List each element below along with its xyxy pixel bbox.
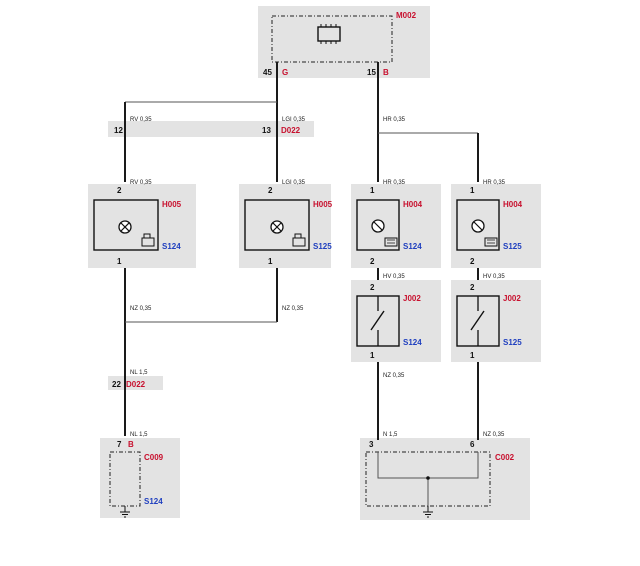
d022-mid-label: D022 [126,380,146,389]
h004-left-pin-bottom: 2 [370,257,375,266]
c002-box [360,438,530,520]
h005-right-loc: S125 [313,242,332,251]
h005-left-box [88,184,196,268]
wire-label-n-c002: N 1,5 [383,432,398,438]
connector-d022-top-box [108,121,314,137]
wire-label-nz-j002: NZ 0,35 [383,373,405,379]
m002-pin-right: 15 [367,68,376,77]
m002-box [258,6,430,78]
wire-label-nz-left: NZ 0,35 [130,306,152,312]
h005-left-pin-bottom: 1 [117,257,122,266]
wire-label-hr-h004-right: HR 0,35 [483,180,506,186]
j002-right-box [451,280,541,362]
c002-pin-right: 6 [470,440,475,449]
m002-pin-right-code: B [383,68,389,77]
h005-left-loc: S124 [162,242,181,251]
h004-left-loc: S124 [403,242,422,251]
wire-label-nz-mid: NZ 0,35 [282,306,304,312]
m002-label: M002 [396,11,417,20]
wire-label-rv-h005: RV 0,35 [130,180,152,186]
wire-label-lgi-top: LGI 0,35 [282,117,306,123]
h004-right-pin-top: 1 [470,186,475,195]
rear-window-icon [384,237,398,247]
ecu-chip-icon [317,24,341,44]
j002-left-box [351,280,441,362]
h005-left-label: H005 [162,200,182,209]
h004-right-box [451,184,541,268]
wire-label-hv-right: HV 0,35 [483,274,505,280]
h005-right-box [239,184,331,268]
wire-label-hr-top: HR 0,35 [383,117,406,123]
wire-label-rv-top: RV 0,35 [130,117,152,123]
h004-right-pin-bottom: 2 [470,257,475,266]
wire-label-lgi-h005: LGI 0,35 [282,180,306,186]
seat-heater-icon [292,233,306,247]
wire-label-nz-c002: NZ 0,35 [483,432,505,438]
h005-left-pin-top: 2 [117,186,122,195]
h004-right-frame [456,199,500,251]
h005-right-label: H005 [313,200,333,209]
j002-right-loc: S125 [503,338,522,347]
j002-left-label: J002 [403,294,421,303]
seat-heater-icon [141,233,155,247]
c002-pin-left: 3 [369,440,374,449]
switch-icon [470,296,485,346]
c002-junction-dot [426,476,430,480]
d022-mid-pin: 22 [112,380,121,389]
h004-left-pin-top: 1 [370,186,375,195]
lamp-icon [471,219,485,233]
wire-label-hr-h004-left: HR 0,35 [383,180,406,186]
c009-label: C009 [144,453,164,462]
c002-label: C002 [495,453,515,462]
j002-left-pin-top: 2 [370,283,375,292]
wire-label-nl-upper: NL 1,5 [130,370,148,376]
m002-pin-left-code: G [282,68,288,77]
c009-pin: 7 [117,440,122,449]
j002-right-pin-top: 2 [470,283,475,292]
h005-right-pin-top: 2 [268,186,273,195]
lamp-icon [270,220,284,234]
h004-left-frame [356,199,400,251]
j002-left-loc: S124 [403,338,422,347]
d022-top-pin-left: 12 [114,126,123,135]
ground-icon [423,506,433,518]
d022-top-label: D022 [281,126,301,135]
connector-d022-mid-box [108,376,163,390]
j002-right-label: J002 [503,294,521,303]
rear-window-icon [484,237,498,247]
switch-icon [370,296,385,346]
j002-right-pin-bottom: 1 [470,351,475,360]
h004-left-box [351,184,441,268]
h004-right-loc: S125 [503,242,522,251]
wire-label-nl-lower: NL 1,5 [130,432,148,438]
d022-top-pin-right: 13 [262,126,271,135]
h004-left-label: H004 [403,200,423,209]
h005-right-pin-bottom: 1 [268,257,273,266]
c009-pin-code: B [128,440,134,449]
m002-pin-left: 45 [263,68,272,77]
h005-left-frame [93,199,159,251]
c009-loc: S124 [144,497,163,506]
h005-right-frame [244,199,310,251]
j002-left-pin-bottom: 1 [370,351,375,360]
lamp-icon [118,220,132,234]
h004-right-label: H004 [503,200,523,209]
wire-label-hv-left: HV 0,35 [383,274,405,280]
m002-outline [271,15,393,63]
ground-icon [120,506,130,518]
lamp-icon [371,219,385,233]
